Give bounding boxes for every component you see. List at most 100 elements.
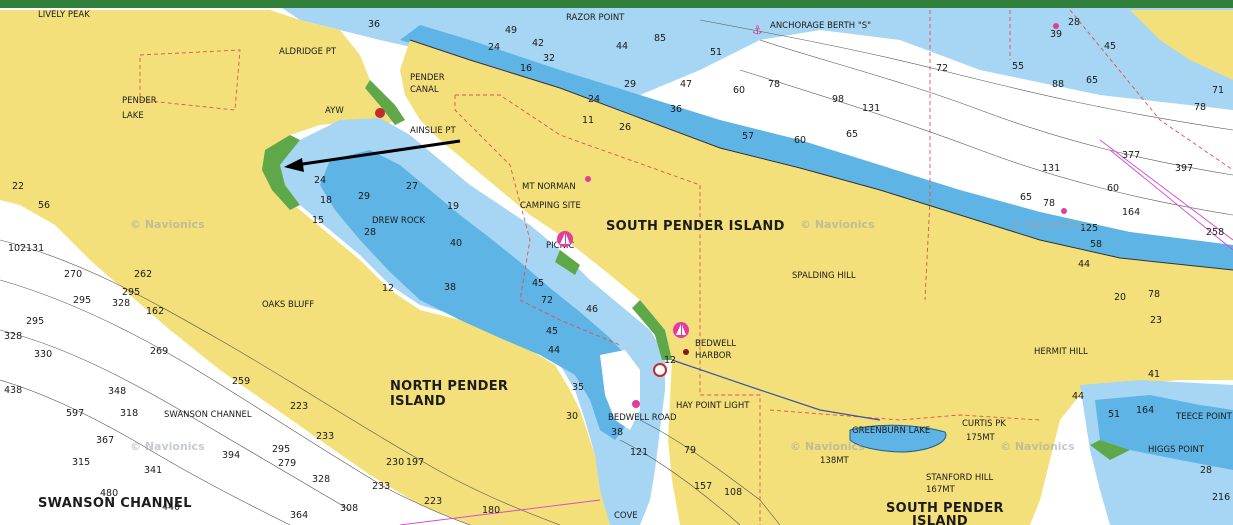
- watermark: © Navionics: [130, 218, 205, 231]
- label-swanson-channel-small: SWANSON CHANNEL: [164, 410, 252, 420]
- sounding: 480: [100, 488, 119, 499]
- sounding: 12: [382, 283, 395, 294]
- sounding: 41: [1148, 369, 1161, 380]
- chart-top-frame: [0, 0, 1233, 8]
- sounding: 55: [1012, 61, 1025, 72]
- label-teece-point: TEECE POINT: [1176, 412, 1232, 422]
- watermark: © Navionics: [1000, 440, 1075, 453]
- restricted-boundaries: [139, 9, 1233, 525]
- sounding: 12: [664, 355, 677, 366]
- sounding: 57: [742, 131, 755, 142]
- sounding: 78: [768, 79, 781, 90]
- label-camping-site: CAMPING SITE: [520, 201, 581, 211]
- sounding: 308: [340, 503, 359, 514]
- label-bedwell-harbor-2: HARBOR: [695, 351, 732, 361]
- sounding: 233: [316, 431, 335, 442]
- sounding: 295: [122, 287, 141, 298]
- sounding: 45: [532, 278, 545, 289]
- sounding: 45: [1104, 41, 1117, 52]
- sounding: 51: [1108, 409, 1121, 420]
- label-anchorage-berth: ANCHORAGE BERTH "S": [770, 21, 872, 31]
- sounding: 121: [630, 447, 649, 458]
- sounding: 49: [505, 25, 518, 36]
- sounding: 22: [12, 181, 25, 192]
- sounding: 78: [1148, 289, 1161, 300]
- sounding: 295: [272, 444, 291, 455]
- label-height-138: 138MT: [820, 456, 849, 466]
- ne-island-land: [1130, 10, 1233, 80]
- sounding: 11: [582, 115, 595, 126]
- sounding: 28: [1068, 17, 1081, 28]
- sounding: 15: [312, 215, 325, 226]
- sounding: 394: [222, 450, 241, 461]
- sounding: 197: [406, 457, 425, 468]
- sounding: 108: [724, 487, 743, 498]
- greenburn-lake: [849, 424, 947, 453]
- label-greenburn-lake: GREENBURN LAKE: [852, 426, 931, 436]
- direction-arrow: [284, 139, 461, 172]
- sounding: 38: [444, 282, 457, 293]
- sounding: 27: [406, 181, 419, 192]
- label-curtis-pk: CURTIS PK: [962, 419, 1006, 429]
- sounding: 295: [73, 295, 92, 306]
- sounding: 60: [1107, 183, 1120, 194]
- sounding: 19: [447, 201, 460, 212]
- label-stanford-height: 167MT: [926, 485, 955, 495]
- bedwell-harbour-shallow: [320, 150, 640, 440]
- sounding: 46: [586, 304, 599, 315]
- sounding: 72: [541, 295, 554, 306]
- sounding: 88: [1052, 79, 1065, 90]
- sounding: 39: [1050, 29, 1063, 40]
- sounding: 71: [1212, 85, 1225, 96]
- label-south-pender-island-2a: SOUTH PENDER: [886, 501, 1004, 516]
- sounding: 18: [320, 195, 333, 206]
- watermark: © Navionics: [790, 440, 865, 453]
- sounding: 45: [546, 326, 559, 337]
- shoreline-north: [409, 39, 1233, 271]
- watermark: © Navionics: [800, 218, 875, 231]
- label-south-pender-island-2b: ISLAND: [912, 514, 969, 525]
- sounding: 44: [616, 41, 629, 52]
- sounding: 440: [162, 502, 181, 513]
- sounding: 79: [684, 445, 697, 456]
- sounding: 98: [832, 94, 845, 105]
- label-bedwell-harbor-1: BEDWELL: [695, 339, 736, 349]
- sounding: 377: [1122, 150, 1141, 161]
- sounding: 295: [26, 316, 45, 327]
- sounding: 258: [1206, 227, 1225, 238]
- sounding: 51: [710, 47, 723, 58]
- sounding: 44: [1072, 391, 1085, 402]
- sounding: 36: [670, 104, 683, 115]
- sounding: 28: [364, 227, 377, 238]
- sounding: 36: [368, 19, 381, 30]
- depth-contours: [0, 19, 1233, 525]
- label-bedwell-road: BEDWELL ROAD: [608, 413, 677, 423]
- sounding: 85: [654, 33, 667, 44]
- label-swanson-channel-big: SWANSON CHANNEL: [38, 496, 192, 511]
- sounding: 44: [548, 345, 561, 356]
- label-oaks-bluff: OAKS BLUFF: [262, 300, 315, 310]
- sounding: 157: [694, 481, 713, 492]
- label-pender-canal-1: PENDER: [410, 73, 445, 83]
- label-lively-peak: LIVELY PEAK: [38, 10, 90, 20]
- north-pender-island-land: [0, 10, 610, 525]
- label-razor-point: RAZOR POINT: [566, 13, 625, 23]
- intertidal-west: [262, 135, 300, 210]
- sounding: 330: [34, 349, 53, 360]
- label-north-pender-1: NORTH PENDER: [390, 379, 509, 394]
- route-lines: [399, 139, 1233, 525]
- label-spalding-hill: SPALDING HILL: [792, 271, 856, 281]
- sounding: 78: [1194, 102, 1207, 113]
- sounding: 259: [232, 376, 251, 387]
- sounding: 32: [543, 53, 556, 64]
- sounding: 102: [8, 243, 27, 254]
- sounding: 328: [112, 298, 131, 309]
- sounding: 60: [733, 85, 746, 96]
- label-pender-lake-2: LAKE: [122, 111, 144, 121]
- sounding: 40: [450, 238, 463, 249]
- sounding: 397: [1175, 163, 1194, 174]
- sounding: 438: [4, 385, 23, 396]
- sounding: 24: [488, 42, 501, 53]
